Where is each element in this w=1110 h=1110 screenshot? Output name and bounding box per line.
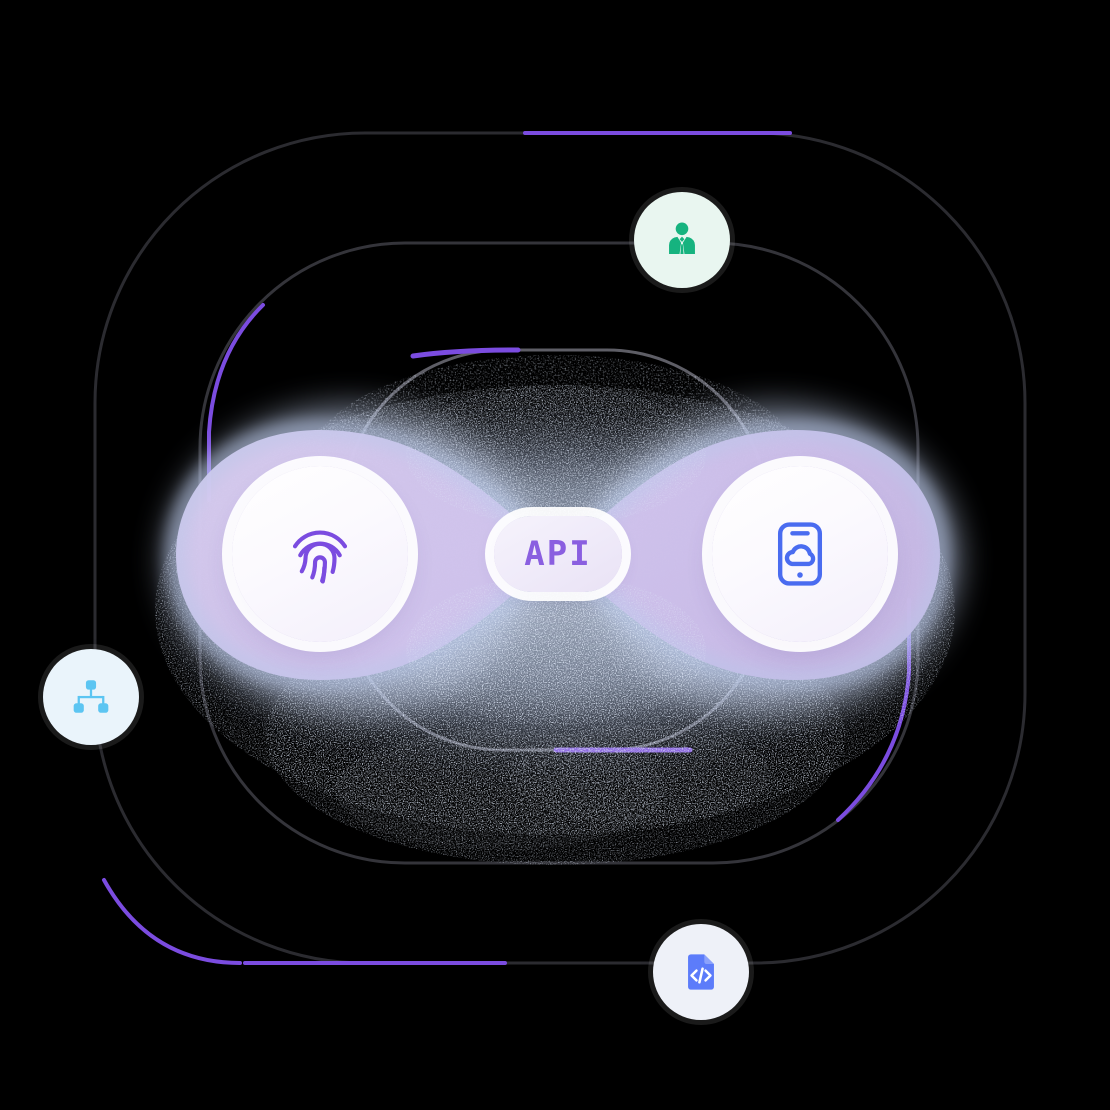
business-person-icon (661, 219, 703, 261)
badge-code-file[interactable] (653, 924, 749, 1020)
fingerprint-icon (283, 517, 357, 591)
sitemap-icon (70, 676, 112, 718)
api-pill-label: API (524, 534, 592, 574)
frame-middle-accent-left (207, 303, 265, 502)
frame-outer (93, 131, 1027, 965)
frame-outer-accent-bottom (102, 878, 242, 965)
node-mobile-cloud[interactable] (712, 466, 888, 642)
badge-business-person[interactable] (634, 192, 730, 288)
badge-sitemap[interactable] (43, 649, 139, 745)
frame-inner-accent-top (410, 347, 521, 359)
particle-dust-waist (406, 385, 706, 725)
code-file-icon (680, 951, 722, 993)
node-fingerprint[interactable] (232, 466, 408, 642)
api-pill[interactable]: API (494, 516, 622, 592)
mobile-cloud-icon (765, 519, 835, 589)
particle-dust-tail (335, 725, 770, 850)
